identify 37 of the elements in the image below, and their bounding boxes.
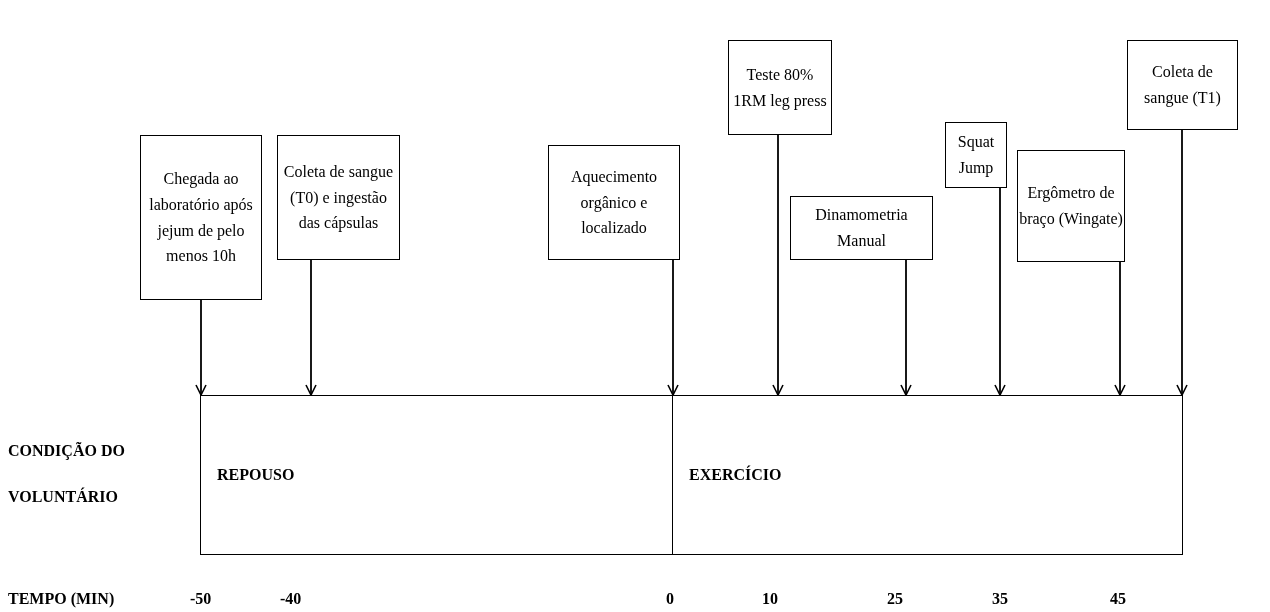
phase-box (672, 395, 1183, 555)
event-box (945, 122, 1007, 188)
arrow (1176, 129, 1188, 396)
phase-label: EXERCÍCIO (689, 464, 782, 486)
time-value: -50 (190, 590, 212, 608)
time-value: 45 (1110, 590, 1126, 608)
arrow (994, 187, 1006, 396)
event-label: Squat Jump (956, 132, 996, 179)
axis-title: TEMPO (MIN) (8, 590, 115, 608)
time-value: -40 (280, 590, 302, 608)
arrow (195, 299, 207, 396)
time-value: 25 (887, 590, 903, 608)
event-label: Teste 80% 1RM leg press (732, 64, 828, 112)
event-label: Coleta de sangue (T1) (1143, 62, 1222, 109)
event-box (728, 40, 832, 135)
time-value: 35 (992, 590, 1008, 608)
event-box (277, 135, 400, 260)
arrow (305, 259, 317, 396)
event-label: Coleta de sangue (T0) e ingestão das cápsulas (282, 162, 395, 234)
phase-box (200, 395, 673, 555)
row-heading: CONDIÇÃO DO VOLUNTÁRIO (8, 441, 126, 507)
arrow (667, 259, 679, 396)
time-value: 10 (762, 590, 778, 608)
time-value: 0 (666, 590, 674, 608)
event-box (1017, 150, 1125, 262)
event-label: Aquecimento orgânico e localizado (569, 167, 659, 239)
event-label: Dinamometria Manual (814, 205, 909, 251)
event-label: Ergômetro de braço (Wingate) (1018, 183, 1124, 230)
event-box (548, 145, 680, 260)
event-box (140, 135, 262, 300)
event-label: Chegada ao laboratório após jejum de pelo menos 10h (148, 169, 254, 267)
phase-label: REPOUSO (217, 465, 295, 486)
arrow (900, 259, 912, 396)
arrow (772, 134, 784, 396)
event-box (1127, 40, 1238, 130)
arrow (1114, 261, 1126, 396)
event-box (790, 196, 933, 260)
